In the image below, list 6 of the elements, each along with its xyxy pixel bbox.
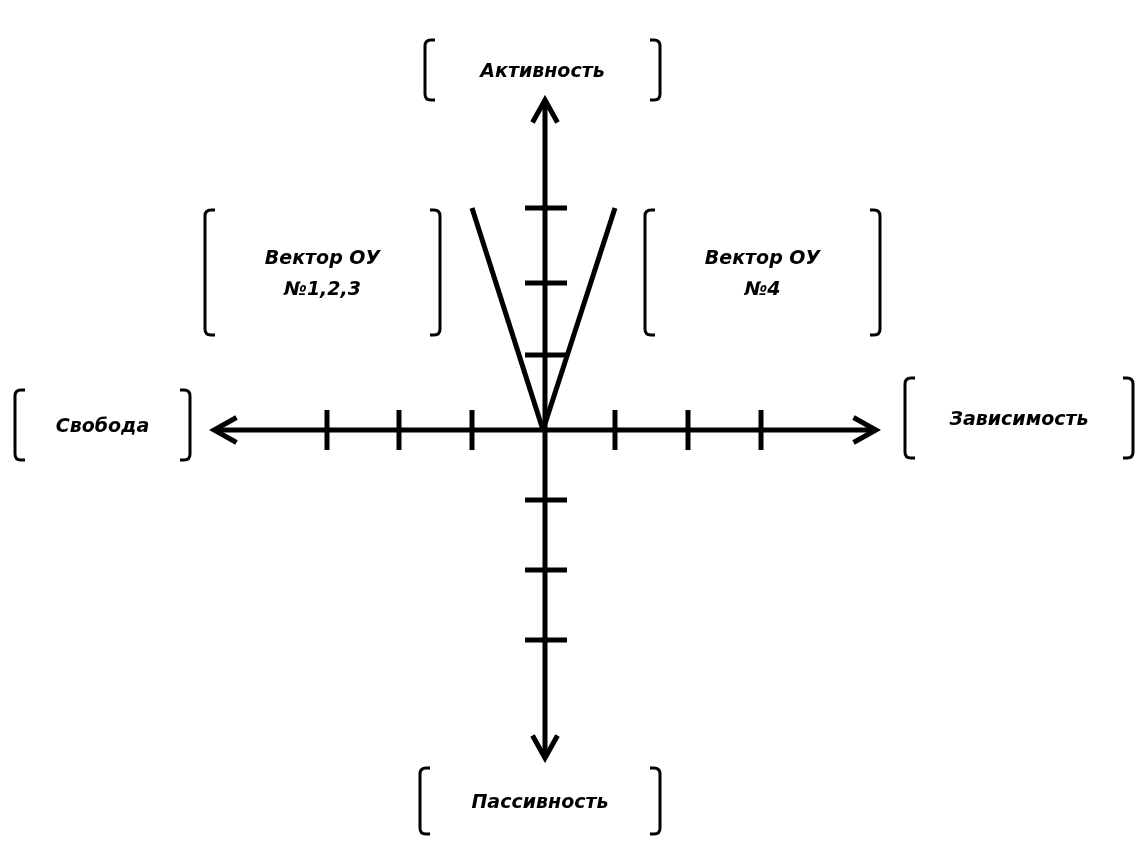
axis-label: Вектор ОУ №1,2,3 xyxy=(263,245,382,301)
axis-label: Вектор ОУ №4 xyxy=(703,245,822,301)
axis-label: Пассивность xyxy=(470,788,610,814)
axis-label: Активность xyxy=(478,57,606,83)
axis-label: Зависимость xyxy=(948,405,1090,431)
axis-label: Свобода xyxy=(54,412,151,438)
